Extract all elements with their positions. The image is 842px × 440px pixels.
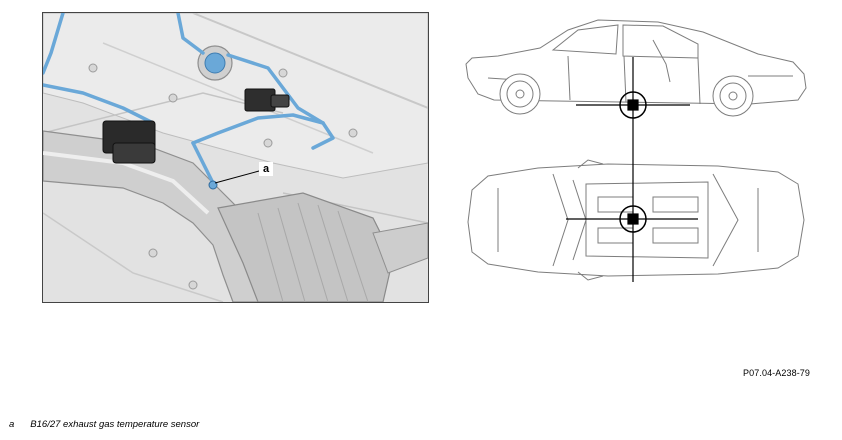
callout-leader-line: [214, 170, 260, 184]
sensor-position: [208, 180, 218, 190]
connector-left: [102, 120, 156, 164]
vehicle-position-diagram: [458, 12, 810, 302]
document-reference-id: P07.04-A238-79: [743, 368, 810, 378]
underbody-drawing: [43, 13, 428, 302]
vehicle-views: [465, 19, 807, 282]
callout-label-a: a: [259, 162, 273, 176]
position-marker-icon: [566, 57, 698, 282]
side-view-car-icon: [465, 19, 807, 117]
underbody-detail-illustration: [42, 12, 429, 303]
connector-right: [244, 88, 290, 112]
legend-row: a B16/27 exhaust gas temperature sensor: [9, 419, 199, 430]
legend-text: B16/27 exhaust gas temperature sensor: [30, 419, 200, 430]
top-view-car-icon: [467, 159, 805, 281]
legend-key: a: [9, 419, 15, 430]
